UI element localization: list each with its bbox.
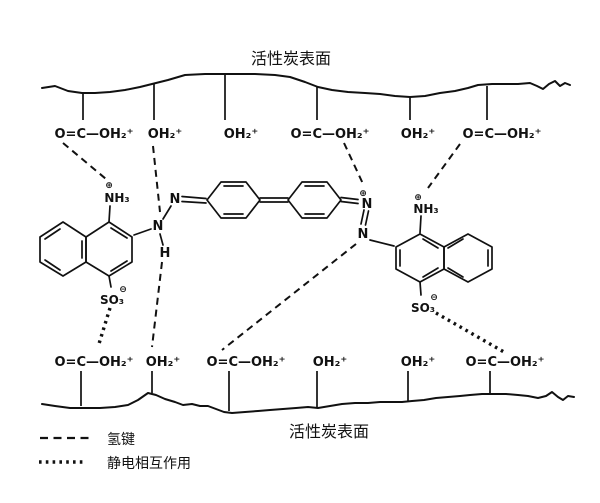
electrostatic-line	[435, 311, 505, 354]
top-group-label: OH₂⁺	[401, 127, 436, 142]
top-group-label: O=C—OH₂⁺	[55, 127, 134, 142]
azo-n-left: N	[170, 192, 181, 207]
left-naphthalene-ring	[39, 221, 133, 277]
bottom-surface-title: 活性炭表面	[289, 422, 369, 441]
ring-n-double-bond	[340, 196, 359, 201]
top-group-label: O=C—OH₂⁺	[291, 127, 370, 142]
ring-n-bond	[133, 228, 152, 236]
top-surface: 活性炭表面 O=C—OH₂⁺ OH₂⁺ OH₂⁺ O=C—OH₂⁺ OH₂⁺ O…	[41, 49, 571, 142]
azo-n-upper-right: N	[362, 197, 373, 212]
azo-n-lower-right: N	[358, 227, 369, 242]
legend-hydrogen-bond-label: 氢键	[107, 432, 135, 448]
azo-double-bond	[360, 209, 365, 225]
n-ring-bond	[369, 239, 395, 247]
amine-right: NH₃	[413, 202, 438, 216]
sulfonate-bond-left	[108, 275, 112, 288]
azo-double-bond	[364, 210, 370, 226]
hydrogen-bond-line	[427, 143, 461, 189]
top-group-label: O=C—OH₂⁺	[463, 127, 542, 142]
n-ring-double-bond	[181, 200, 207, 204]
bottom-group-label: OH₂⁺	[146, 355, 181, 370]
bottom-group-label: O=C—OH₂⁺	[207, 355, 286, 370]
hydrogen-bond-line	[152, 145, 161, 213]
amine-left: NH₃	[104, 191, 129, 205]
amine-bond-right	[419, 215, 422, 234]
bottom-group-label: O=C—OH₂⁺	[466, 355, 545, 370]
plus-charge-right: ⊕	[414, 193, 422, 203]
amine-bond-left	[108, 205, 111, 223]
n-ring-double-bond	[181, 195, 207, 200]
plus-charge-azo: ⊕	[359, 189, 367, 199]
right-naphthalene-ring	[395, 233, 493, 283]
hydrogen-bond-line	[343, 142, 365, 187]
electrostatic-line	[96, 307, 112, 348]
bottom-group-label: OH₂⁺	[401, 355, 436, 370]
legend-electrostatic-label: 静电相互作用	[107, 456, 191, 472]
central-ring-right	[287, 181, 342, 219]
top-surface-title: 活性炭表面	[251, 49, 331, 68]
hydrogen-bonds	[62, 142, 461, 351]
minus-charge-right: ⊖	[430, 293, 438, 303]
n-n-bond	[162, 205, 172, 220]
top-group-label: OH₂⁺	[224, 127, 259, 142]
top-group-label: OH₂⁺	[148, 127, 183, 142]
dye-molecule: ⊕ NH₃ SO₃ ⊖ N H N ⊕ N N	[39, 181, 493, 315]
hydrogen-bond-line	[151, 261, 163, 348]
ring-n-double-bond	[340, 200, 359, 205]
hydrazone-h: H	[160, 246, 171, 261]
plus-charge-left: ⊕	[105, 181, 113, 191]
bottom-group-label: O=C—OH₂⁺	[55, 355, 134, 370]
legend: 氢键 静电相互作用	[39, 432, 191, 472]
electrostatic-interactions	[96, 307, 505, 354]
hydrogen-bond-line	[221, 243, 357, 351]
top-surface-line	[41, 73, 571, 98]
bottom-group-label: OH₂⁺	[313, 355, 348, 370]
sulfonate-right: SO₃	[411, 301, 435, 315]
sulfonate-bond-right	[419, 281, 422, 296]
bottom-surface: O=C—OH₂⁺ OH₂⁺ O=C—OH₂⁺ OH₂⁺ OH₂⁺ O=C—OH₂…	[41, 355, 575, 441]
minus-charge-left: ⊖	[119, 285, 127, 295]
hydrazone-n: N	[153, 219, 164, 234]
n-h-bond	[159, 233, 164, 246]
hydrogen-bond-line	[62, 142, 107, 180]
sulfonate-left: SO₃	[100, 293, 124, 307]
central-ring-left	[206, 181, 261, 219]
bottom-surface-line	[41, 391, 575, 414]
